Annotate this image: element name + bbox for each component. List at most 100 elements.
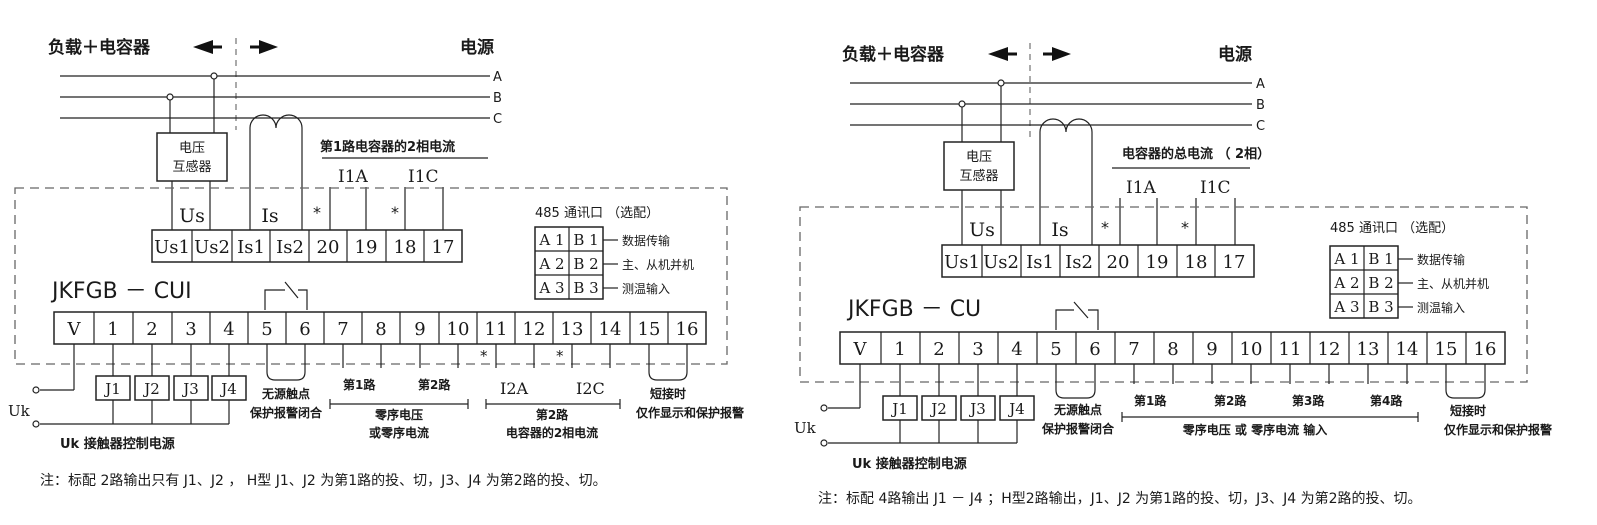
right-is-label: Is bbox=[1051, 219, 1068, 241]
left-note: 注：标配 2路输出只有 J1、J2 ， H型 J1、J2 为第1路的投、切，J3… bbox=[40, 472, 607, 489]
right-terminal-16: 16 bbox=[1474, 339, 1497, 360]
right-terminal-10: 10 bbox=[1240, 339, 1263, 360]
right-terminal-is2: Is2 bbox=[1065, 252, 1093, 273]
right-relay-j3: J3 bbox=[968, 400, 986, 418]
left-relay-j1: J1 bbox=[103, 380, 121, 398]
left-comm-a3: A 3 bbox=[538, 279, 564, 297]
left-device-boundary bbox=[14, 187, 728, 365]
right-route2: 第2路 bbox=[1214, 393, 1247, 408]
right-phase-c: C bbox=[1256, 119, 1265, 134]
left-terminal-3: 3 bbox=[185, 319, 196, 340]
left-current-transformer bbox=[249, 114, 303, 230]
right-terminal-14: 14 bbox=[1396, 339, 1419, 360]
left-comm-b3: B 3 bbox=[573, 279, 598, 297]
right-arrow-left-icon bbox=[988, 47, 1008, 61]
right-dry-contact-1: 无源触点 bbox=[1053, 402, 1102, 417]
right-terminal-5: 5 bbox=[1050, 339, 1061, 360]
left-arrow-left-icon bbox=[193, 40, 213, 54]
right-source-label: 电源 bbox=[1218, 44, 1252, 65]
left-relay-coils: J1 J2 J3 J4 bbox=[95, 375, 247, 401]
left-terminal-20: 20 bbox=[317, 237, 340, 258]
left-top-terminal-strip: Us1 Us2 Is1 Is2 20 19 18 17 bbox=[151, 229, 463, 263]
left-route1: 第1路 bbox=[343, 377, 376, 392]
left-uk-caption: Uk 接触器控制电源 bbox=[60, 436, 175, 452]
left-comm-a1: A 1 bbox=[538, 231, 564, 249]
right-voltage-transformer bbox=[943, 141, 1015, 191]
right-route3: 第3路 bbox=[1292, 393, 1325, 408]
right-bottom-terminal-strip: V 1 2 3 4 5 6 7 8 9 10 11 12 13 14 15 16 bbox=[839, 331, 1506, 365]
right-load-label: 负载＋电容器 bbox=[842, 44, 945, 65]
left-phase-b: B bbox=[493, 91, 502, 106]
left-model-name: JKFGB － CUI bbox=[50, 279, 192, 304]
right-star-18: * bbox=[1181, 218, 1189, 237]
right-pt-line1: 电压 bbox=[966, 150, 992, 165]
left-pt-line1: 电压 bbox=[179, 141, 205, 156]
right-comm-desc2: 主、从机并机 bbox=[1417, 277, 1489, 291]
right-phase-b: B bbox=[1256, 98, 1265, 113]
left-source-label: 电源 bbox=[460, 37, 494, 58]
right-pt-line2: 互感器 bbox=[959, 168, 998, 184]
left-terminal-us1: Us1 bbox=[154, 237, 190, 258]
right-terminal-3: 3 bbox=[972, 339, 983, 360]
left-route2: 第2路 bbox=[418, 377, 451, 392]
left-terminal-4: 4 bbox=[223, 319, 234, 340]
right-diagram: 负载＋电容器 电源 A B C 电压 互感器 电容器的总电流 （ 2相） I1A… bbox=[794, 43, 1552, 507]
left-terminal-15: 15 bbox=[638, 319, 661, 340]
right-terminal-2: 2 bbox=[933, 339, 944, 360]
left-star-11: * bbox=[480, 347, 488, 365]
left-terminal-11: 11 bbox=[485, 319, 508, 340]
right-comm-a1: A 1 bbox=[1333, 250, 1359, 268]
right-us-label: Us bbox=[969, 219, 995, 241]
left-comm-title: 485 通讯口 （选配） bbox=[535, 206, 659, 221]
left-terminal-9: 9 bbox=[414, 319, 425, 340]
left-phase-a: A bbox=[493, 70, 502, 85]
right-terminal-4: 4 bbox=[1011, 339, 1022, 360]
left-terminal-14: 14 bbox=[599, 319, 622, 340]
right-comm-desc3: 测温输入 bbox=[1417, 300, 1465, 315]
right-phase-a: A bbox=[1256, 77, 1265, 92]
left-load-label: 负载＋电容器 bbox=[48, 37, 151, 58]
left-route2-cap-1: 第2路 bbox=[536, 407, 569, 422]
right-star-20: * bbox=[1101, 218, 1109, 237]
right-zero-seq: 零序电压 或 零序电流 输入 bbox=[1182, 422, 1328, 437]
right-relay-coils: J1 J2 J3 J4 bbox=[882, 395, 1035, 421]
right-comm-b1: B 1 bbox=[1368, 250, 1393, 268]
right-terminal-12: 12 bbox=[1318, 339, 1341, 360]
left-comm-b2: B 2 bbox=[573, 255, 598, 273]
left-voltage-transformer bbox=[156, 132, 228, 182]
left-terminal-is2: Is2 bbox=[276, 237, 304, 258]
left-pt-line2: 互感器 bbox=[172, 159, 211, 175]
right-uk-caption: Uk 接触器控制电源 bbox=[852, 456, 967, 472]
right-comm-title: 485 通讯口 （选配） bbox=[1330, 221, 1454, 236]
left-relay-j4: J4 bbox=[219, 380, 237, 398]
left-terminal-18: 18 bbox=[394, 237, 417, 258]
left-comm-desc3: 测温输入 bbox=[622, 281, 670, 296]
left-zero-seq-2: 或零序电流 bbox=[369, 425, 429, 440]
left-i2a: I2A bbox=[500, 379, 529, 398]
left-zero-seq-1: 零序电压 bbox=[374, 407, 423, 422]
left-comm-b1: B 1 bbox=[573, 231, 598, 249]
right-terminal-15: 15 bbox=[1435, 339, 1458, 360]
left-terminal-7: 7 bbox=[337, 319, 348, 340]
left-terminal-us2: Us2 bbox=[194, 237, 230, 258]
right-relay-contact-icon bbox=[1055, 301, 1099, 330]
left-terminal-17: 17 bbox=[432, 237, 455, 258]
right-terminal-is1: Is1 bbox=[1026, 252, 1054, 273]
left-star-18: * bbox=[391, 203, 399, 222]
left-dry-contact-bracket bbox=[266, 344, 306, 381]
right-comm-port-table: A 1 B 1 A 2 B 2 A 3 B 3 数据传输 主、从机并机 测温输入 bbox=[1329, 245, 1489, 319]
right-comm-desc1: 数据传输 bbox=[1417, 252, 1465, 267]
right-terminal-18: 18 bbox=[1185, 252, 1208, 273]
left-terminal-8: 8 bbox=[375, 319, 386, 340]
right-relay-j1: J1 bbox=[890, 400, 908, 418]
right-terminal-7: 7 bbox=[1128, 339, 1139, 360]
left-dry-contact-2: 保护报警闭合 bbox=[249, 405, 323, 420]
left-comm-port-table: A 1 B 1 A 2 B 2 A 3 B 3 数据传输 主、从机并机 测温输入 bbox=[534, 226, 694, 300]
left-terminal-16: 16 bbox=[676, 319, 699, 340]
left-terminal-1: 1 bbox=[107, 319, 118, 340]
left-bottom-terminal-strip: V 1 2 3 4 5 6 7 8 9 10 11 12 13 14 15 16 bbox=[53, 311, 707, 345]
left-terminal-2: 2 bbox=[146, 319, 157, 340]
right-short-2: 仅作显示和保护报警 bbox=[1443, 422, 1552, 437]
left-short-bracket bbox=[648, 344, 688, 381]
